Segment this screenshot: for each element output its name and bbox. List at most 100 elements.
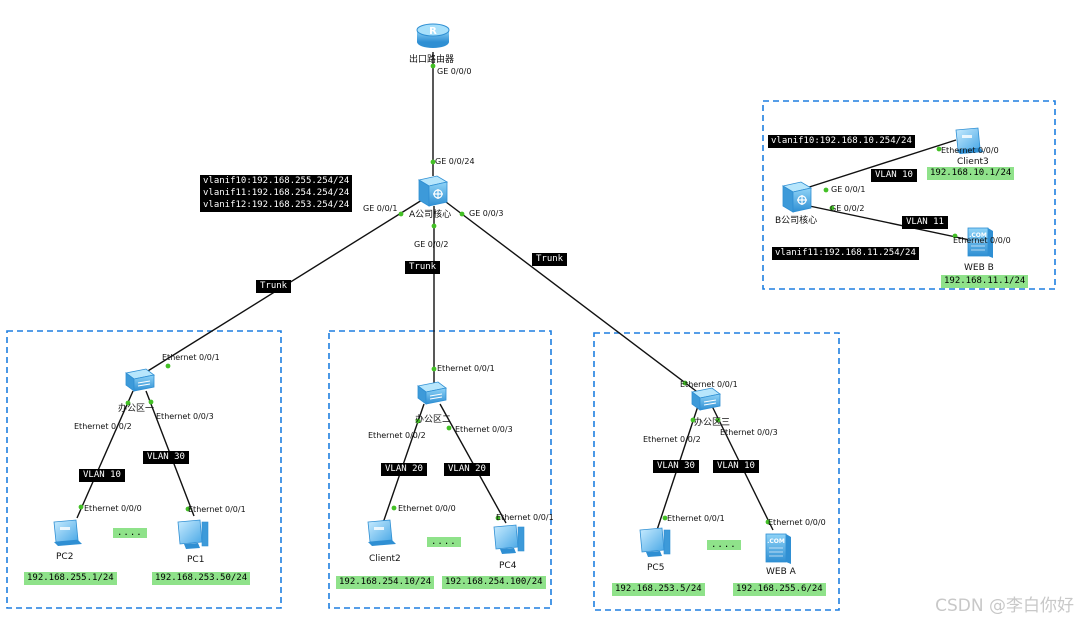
port-dot (148, 399, 154, 405)
core-b-vlan-a: VLAN 10 (871, 169, 917, 182)
pc-icon (639, 527, 671, 558)
core-a-vlanif10: vlanif10:192.168.255.254/24 (200, 175, 353, 188)
port-dot (398, 211, 404, 217)
webb-ip: 192.168.11.1/24 (941, 275, 1029, 288)
port-dot (430, 159, 436, 165)
client3-name: Client3 (957, 157, 989, 167)
office2-port-right: Ethernet 0/0/3 (455, 425, 513, 434)
pc1-port: Ethernet 0/0/1 (188, 505, 246, 514)
office1-port-left: Ethernet 0/0/2 (74, 422, 132, 431)
office1-vlan-left: VLAN 10 (79, 469, 125, 482)
webb-port: Ethernet 0/0/0 (953, 236, 1011, 245)
port-dot (715, 417, 721, 423)
weba-port: Ethernet 0/0/0 (768, 518, 826, 527)
office2-name: 办公区二 (415, 415, 452, 425)
office3-vlan-left: VLAN 30 (653, 460, 699, 473)
pc-icon (177, 519, 209, 550)
port-dot (823, 187, 829, 193)
pc1-name: PC1 (187, 555, 205, 565)
client3-ip: 192.168.10.1/24 (927, 167, 1015, 180)
core-a-port-right: GE 0/0/3 (469, 209, 504, 218)
port-dot (936, 146, 942, 152)
port-dot (690, 417, 696, 423)
office2-ellipsis: .... (427, 537, 461, 547)
office2-vlan-right: VLAN 20 (444, 463, 490, 476)
client-icon (53, 519, 83, 547)
core-b-port-1: GE 0/0/1 (831, 185, 866, 194)
watermark-text: CSDN @李白你好 (935, 596, 1074, 616)
pc5-name: PC5 (647, 563, 665, 573)
pc2-name: PC2 (56, 552, 74, 562)
port-dot (415, 418, 421, 424)
link-coreb-webb (799, 203, 971, 241)
core-a-vlanif11: vlanif11:192.168.254.254/24 (200, 187, 353, 200)
port-dot (682, 380, 688, 386)
office1-group-box (6, 330, 282, 609)
port-dot (446, 425, 452, 431)
core-b-vlanif11: vlanif11:192.168.11.254/24 (772, 247, 919, 260)
client2-name: Client2 (369, 554, 401, 564)
pc5-ip: 192.168.253.5/24 (612, 583, 705, 596)
port-dot (78, 504, 84, 510)
port-dot (431, 366, 437, 372)
weba-name: WEB A (766, 567, 796, 577)
port-dot (495, 515, 501, 521)
pc2-port: Ethernet 0/0/0 (84, 504, 142, 513)
link-office1-pc2 (76, 390, 134, 519)
port-dot (430, 63, 436, 69)
pc2-ip: 192.168.255.1/24 (24, 572, 117, 585)
office3-port-left: Ethernet 0/0/2 (643, 435, 701, 444)
office3-vlan-right: VLAN 10 (713, 460, 759, 473)
pc4-port: Ethernet 0/0/1 (496, 513, 554, 522)
client3-port: Ethernet 0/0/0 (941, 146, 999, 155)
office2-port-left: Ethernet 0/0/2 (368, 431, 426, 440)
office1-vlan-right: VLAN 30 (143, 451, 189, 464)
core-a-port-left: GE 0/0/1 (363, 204, 398, 213)
port-dot (662, 515, 668, 521)
core-a-name: A公司核心 (409, 210, 452, 220)
port-dot (165, 363, 171, 369)
pc1-ip: 192.168.253.50/24 (152, 572, 251, 585)
link-core-office3 (445, 201, 701, 395)
port-dot (829, 205, 835, 211)
office3-up-port: Ethernet 0/0/1 (680, 380, 738, 389)
core-a-vlanif12: vlanif12:192.168.253.254/24 (200, 199, 353, 212)
office1-name: 办公区一 (118, 404, 155, 414)
trunk-tag-office2: Trunk (405, 261, 441, 274)
office3-port-right: Ethernet 0/0/3 (720, 428, 778, 437)
core-b-port-2: GE 0/0/2 (830, 204, 865, 213)
office1-up-port: Ethernet 0/0/1 (162, 353, 220, 362)
core-b-vlanif10: vlanif10:192.168.10.254/24 (768, 135, 915, 148)
pc4-ip: 192.168.254.100/24 (442, 576, 546, 589)
pc4-name: PC4 (499, 561, 517, 571)
client2-ip: 192.168.254.10/24 (336, 576, 435, 589)
port-dot (431, 223, 437, 229)
weba-ip: 192.168.255.6/24 (733, 583, 826, 596)
office2-up-port: Ethernet 0/0/1 (437, 364, 495, 373)
office1-ellipsis: .... (113, 528, 147, 538)
router-icon (416, 23, 450, 49)
core-a-port-up: GE 0/0/24 (435, 157, 475, 166)
switch-icon (417, 381, 447, 405)
company-b-group-box (762, 100, 1056, 290)
core-switch-icon (418, 175, 448, 207)
core-b-vlan-b: VLAN 11 (902, 216, 948, 229)
port-dot (765, 519, 771, 525)
core-a-port-down: GE 0/0/2 (414, 240, 449, 249)
web-server-icon (765, 533, 792, 565)
office1-port-right: Ethernet 0/0/3 (156, 412, 214, 421)
office3-name: 办公区三 (694, 418, 731, 428)
router-port-label: GE 0/0/0 (437, 67, 472, 76)
port-dot (391, 505, 397, 511)
port-dot (125, 400, 131, 406)
core-b-name: B公司核心 (775, 216, 818, 226)
pc5-port: Ethernet 0/0/1 (667, 514, 725, 523)
core-switch-icon (782, 181, 812, 213)
trunk-tag-office3: Trunk (532, 253, 568, 266)
office3-group-box (593, 332, 840, 611)
webb-name: WEB B (964, 263, 994, 273)
trunk-tag-office1: Trunk (256, 280, 292, 293)
office2-group-box (328, 330, 552, 609)
office2-vlan-left: VLAN 20 (381, 463, 427, 476)
